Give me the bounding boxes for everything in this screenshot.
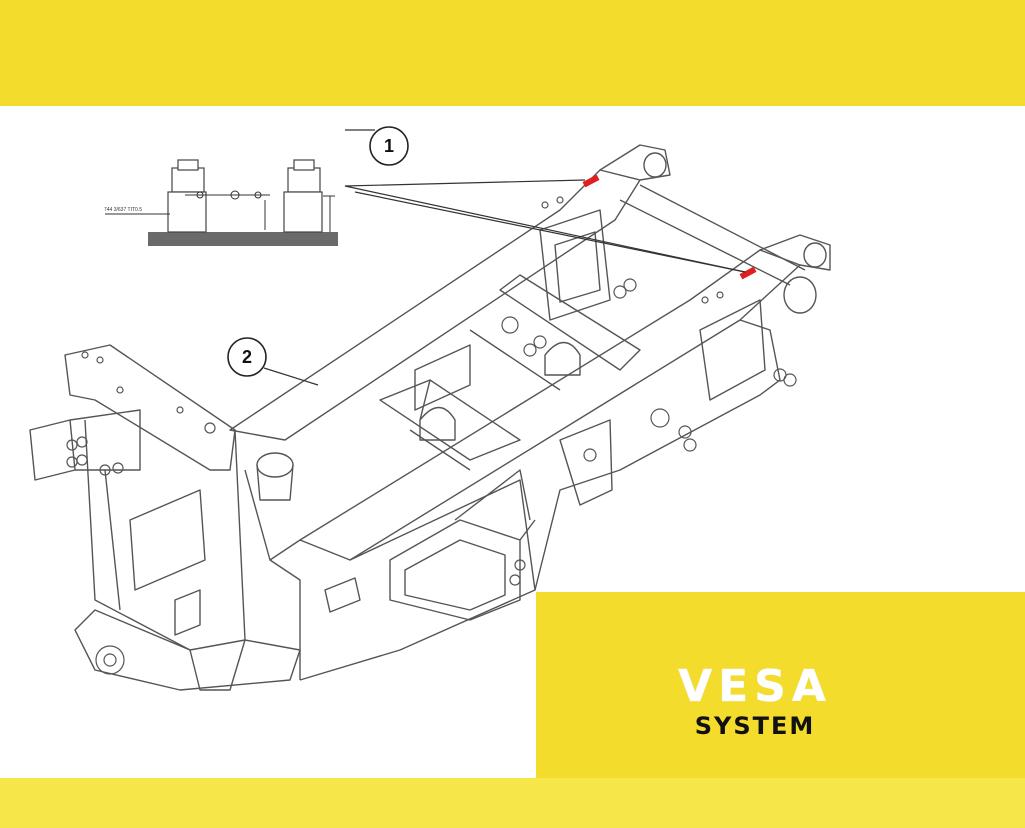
vesa-system-logo: VESA SYSTEM [640,661,870,740]
logo-subword: SYSTEM [694,712,816,740]
top-yellow-band [0,0,1025,106]
logo-word: VESA [678,661,832,712]
mount-marker-front [582,174,600,188]
callout-2-leader [263,367,319,386]
bottom-yellow-band [0,778,1025,828]
callout-1: 1 [369,126,409,166]
callout-1-leaders [344,129,746,273]
frame-outline [29,144,831,691]
callout-1-label: 1 [384,136,394,156]
frame-holes [66,196,797,675]
callout-2-label: 2 [242,347,252,367]
mount-marker-rear [739,266,757,280]
callout-2: 2 [227,337,267,377]
detail-base-plate [148,232,338,246]
detail-dimension-label: 744 3/637 TIT0.5 [104,207,142,213]
mount-detail-inset: 744 3/637 TIT0.5 [104,159,338,246]
